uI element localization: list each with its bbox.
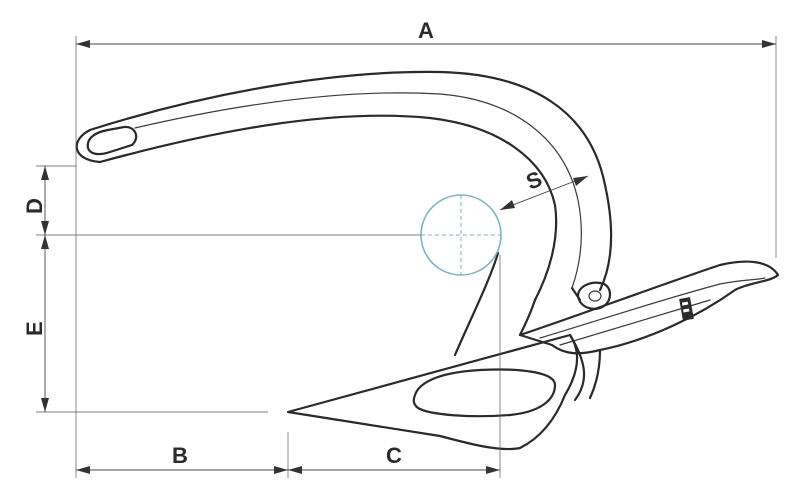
shackle-slot (86, 125, 138, 156)
dimension-a: A (75, 18, 777, 478)
dimension-label-b: B (172, 443, 188, 468)
dimension-label-d: D (22, 198, 47, 214)
dimension-d: D (22, 165, 76, 235)
dimension-b: B (76, 432, 289, 478)
pivot-hinge (570, 281, 612, 310)
dimension-label-s: S (523, 166, 546, 195)
dimension-label-a: A (418, 18, 434, 43)
reference-circle (420, 194, 502, 276)
dimension-label-c: C (386, 443, 402, 468)
anchor-fluke (286, 251, 780, 451)
brand-label (679, 297, 694, 321)
anchor-shank (75, 70, 613, 302)
dimension-label-e: E (22, 321, 47, 336)
dimension-c: C (288, 255, 501, 478)
dimension-e: E (22, 235, 268, 413)
